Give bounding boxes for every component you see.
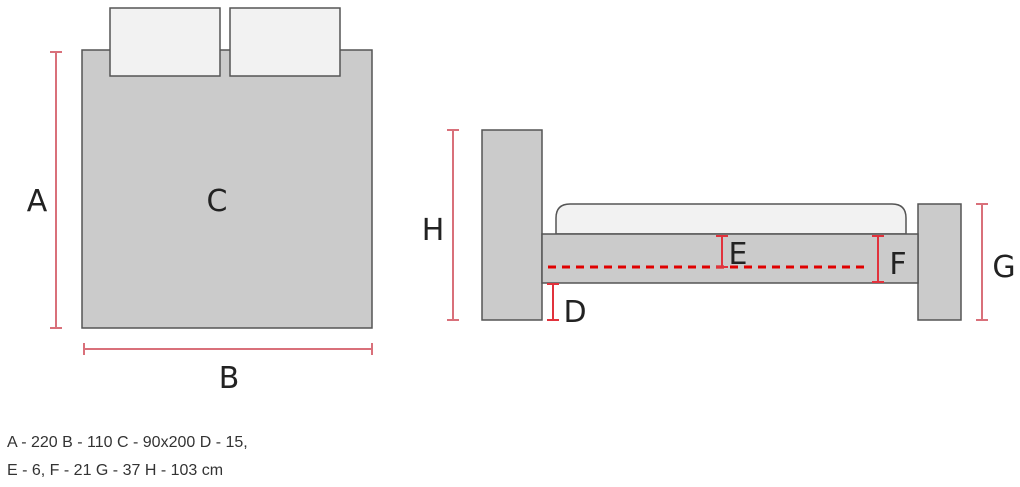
dimension-e-line <box>716 235 728 268</box>
dimension-d-line <box>547 283 559 321</box>
dimension-h-line <box>447 129 459 321</box>
label-g: G <box>992 250 1015 285</box>
footboard <box>917 203 962 321</box>
label-a: A <box>27 184 48 219</box>
dimension-g-line <box>976 203 988 321</box>
label-e: E <box>729 237 748 272</box>
label-b: B <box>219 361 240 396</box>
label-f: F <box>889 247 906 282</box>
label-h: H <box>422 213 445 248</box>
dimension-b-line <box>83 343 373 355</box>
label-d: D <box>563 295 586 330</box>
caption-line-1: A - 220 B - 110 C - 90x200 D - 15, <box>7 434 248 451</box>
headboard <box>481 129 543 321</box>
bed-top-view <box>81 49 373 329</box>
dimension-a-line <box>50 51 62 329</box>
label-c: C <box>207 184 228 219</box>
dimension-f-line <box>872 235 884 283</box>
pillow-right <box>229 7 341 77</box>
side-view: H D E F G <box>422 129 1016 330</box>
dimensions-caption: A - 220 B - 110 C - 90x200 D - 15, E - 6… <box>7 429 248 485</box>
caption-line-2: E - 6, F - 21 G - 37 H - 103 cm <box>7 462 224 479</box>
mattress <box>555 203 907 235</box>
top-view: A B C <box>27 7 373 396</box>
pillow-left <box>109 7 221 77</box>
bed-frame <box>541 233 919 284</box>
